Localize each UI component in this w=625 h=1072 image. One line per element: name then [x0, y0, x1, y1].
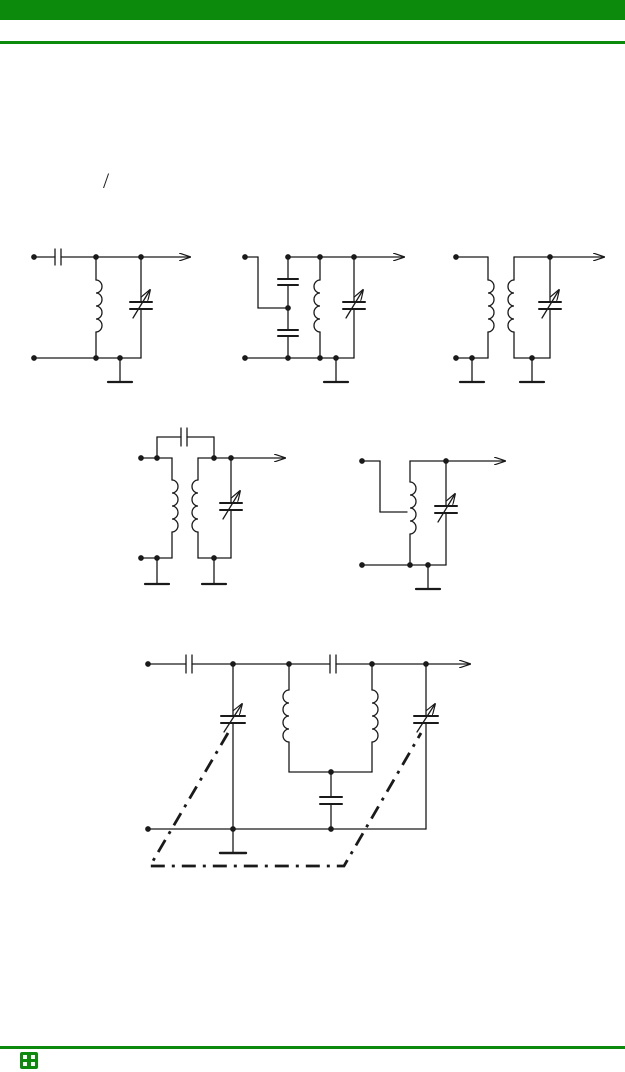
- capacitor-icon: [185, 654, 193, 674]
- inductor-icon: [171, 479, 179, 533]
- inductor-icon: [507, 279, 515, 333]
- tapped-inductor-icon: [409, 481, 417, 535]
- circuit-figure-6: [145, 654, 470, 868]
- header-band: [0, 0, 625, 20]
- capacitor-icon: [319, 796, 343, 805]
- capacitor-icon: [277, 278, 299, 286]
- capacitor-icon: [54, 248, 62, 266]
- publisher-logo-icon: [20, 1052, 38, 1069]
- inductor-icon: [191, 479, 199, 533]
- circuit-figure-1: [31, 248, 190, 384]
- dashed-gang-link: [147, 732, 423, 868]
- circuit-figure-2: [242, 255, 404, 384]
- header-rule: [0, 41, 625, 44]
- inductor-icon: [313, 279, 321, 333]
- inductor-icon: [371, 689, 379, 743]
- capacitor-icon: [277, 329, 299, 337]
- inductor-icon: [487, 279, 495, 333]
- circuit-figure-4: [138, 427, 285, 586]
- inductor-icon: [95, 279, 103, 333]
- capacitor-icon: [329, 654, 337, 674]
- circuit-figure-5: [359, 459, 505, 591]
- circuit-figure-3: [453, 255, 604, 384]
- body-mark: /: [103, 168, 110, 193]
- footer-rule: [0, 1046, 625, 1049]
- inductor-icon: [282, 689, 290, 743]
- capacitor-icon: [180, 427, 188, 447]
